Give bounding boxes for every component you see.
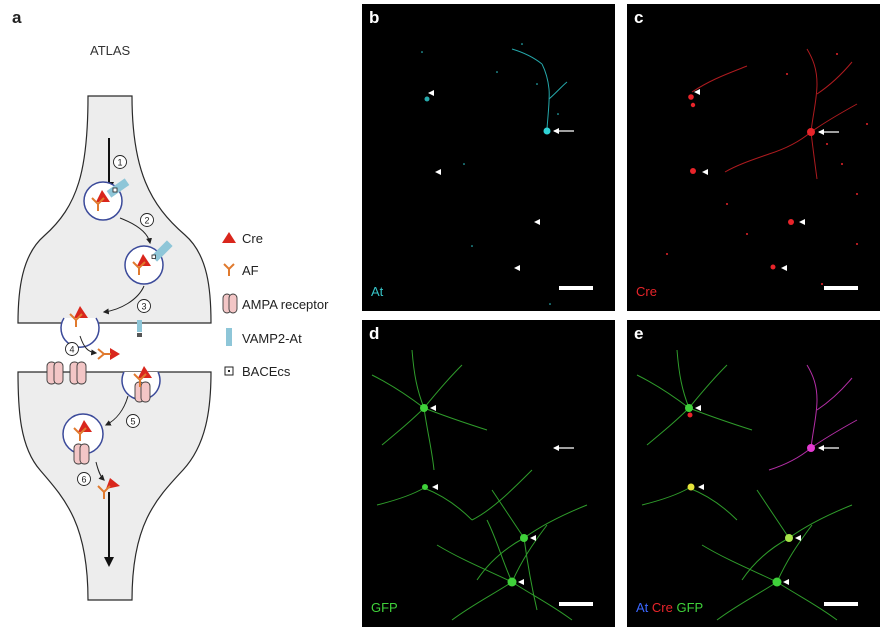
channel-label-at: At — [636, 600, 649, 615]
scale-bar — [559, 286, 593, 290]
step-6: 6 — [81, 474, 86, 484]
channel-label-cre: Cre — [636, 284, 657, 299]
af-antibody-icon — [223, 263, 235, 276]
micrograph-c-cre: c Cre — [627, 4, 880, 311]
legend-label-ampa: AMPA receptor — [242, 297, 329, 312]
vamp2-at-icon — [226, 328, 232, 346]
channel-label-at: At — [371, 284, 384, 299]
cre-af-complexes — [69, 190, 152, 499]
panel-d-letter: d — [369, 324, 380, 343]
panel-a-letter: a — [12, 8, 22, 27]
channel-label-cre: Cre — [651, 600, 673, 615]
panel-e-letter: e — [634, 324, 644, 343]
step-4: 4 — [69, 344, 74, 354]
scale-bar — [559, 602, 593, 606]
step-3: 3 — [141, 301, 146, 311]
channel-label-gfp: GFP — [676, 600, 704, 615]
scale-bar — [824, 602, 858, 606]
synapse-diagram: 1 2 3 4 5 6 — [17, 95, 212, 601]
legend-label-cre: Cre — [242, 231, 263, 246]
cre-triangle-icon — [222, 232, 236, 243]
panel-c-letter: c — [634, 8, 644, 27]
micrograph-b-at: b At — [362, 4, 615, 311]
legend: Cre AF AMPA receptor VAMP2-At BACEcs — [220, 230, 360, 390]
panel-b-letter: b — [369, 8, 380, 27]
bacecs-icon — [224, 366, 234, 376]
legend-label-af: AF — [242, 263, 259, 278]
micrograph-e-merge: e At Cre GFP — [627, 320, 880, 627]
step-1: 1 — [117, 157, 122, 167]
channel-label-gfp: GFP — [371, 600, 398, 615]
micrograph-d-gfp: d GFP — [362, 320, 615, 627]
legend-label-vamp2: VAMP2-At — [242, 331, 302, 346]
channel-label-merge: At Cre GFP — [636, 600, 703, 615]
ampa-receptor-icon — [222, 293, 238, 314]
scale-bar — [824, 286, 858, 290]
legend-label-bacecs: BACEcs — [242, 364, 291, 379]
panel-a-title: ATLAS — [90, 43, 131, 58]
step-2: 2 — [144, 215, 149, 225]
step-5: 5 — [130, 416, 135, 426]
